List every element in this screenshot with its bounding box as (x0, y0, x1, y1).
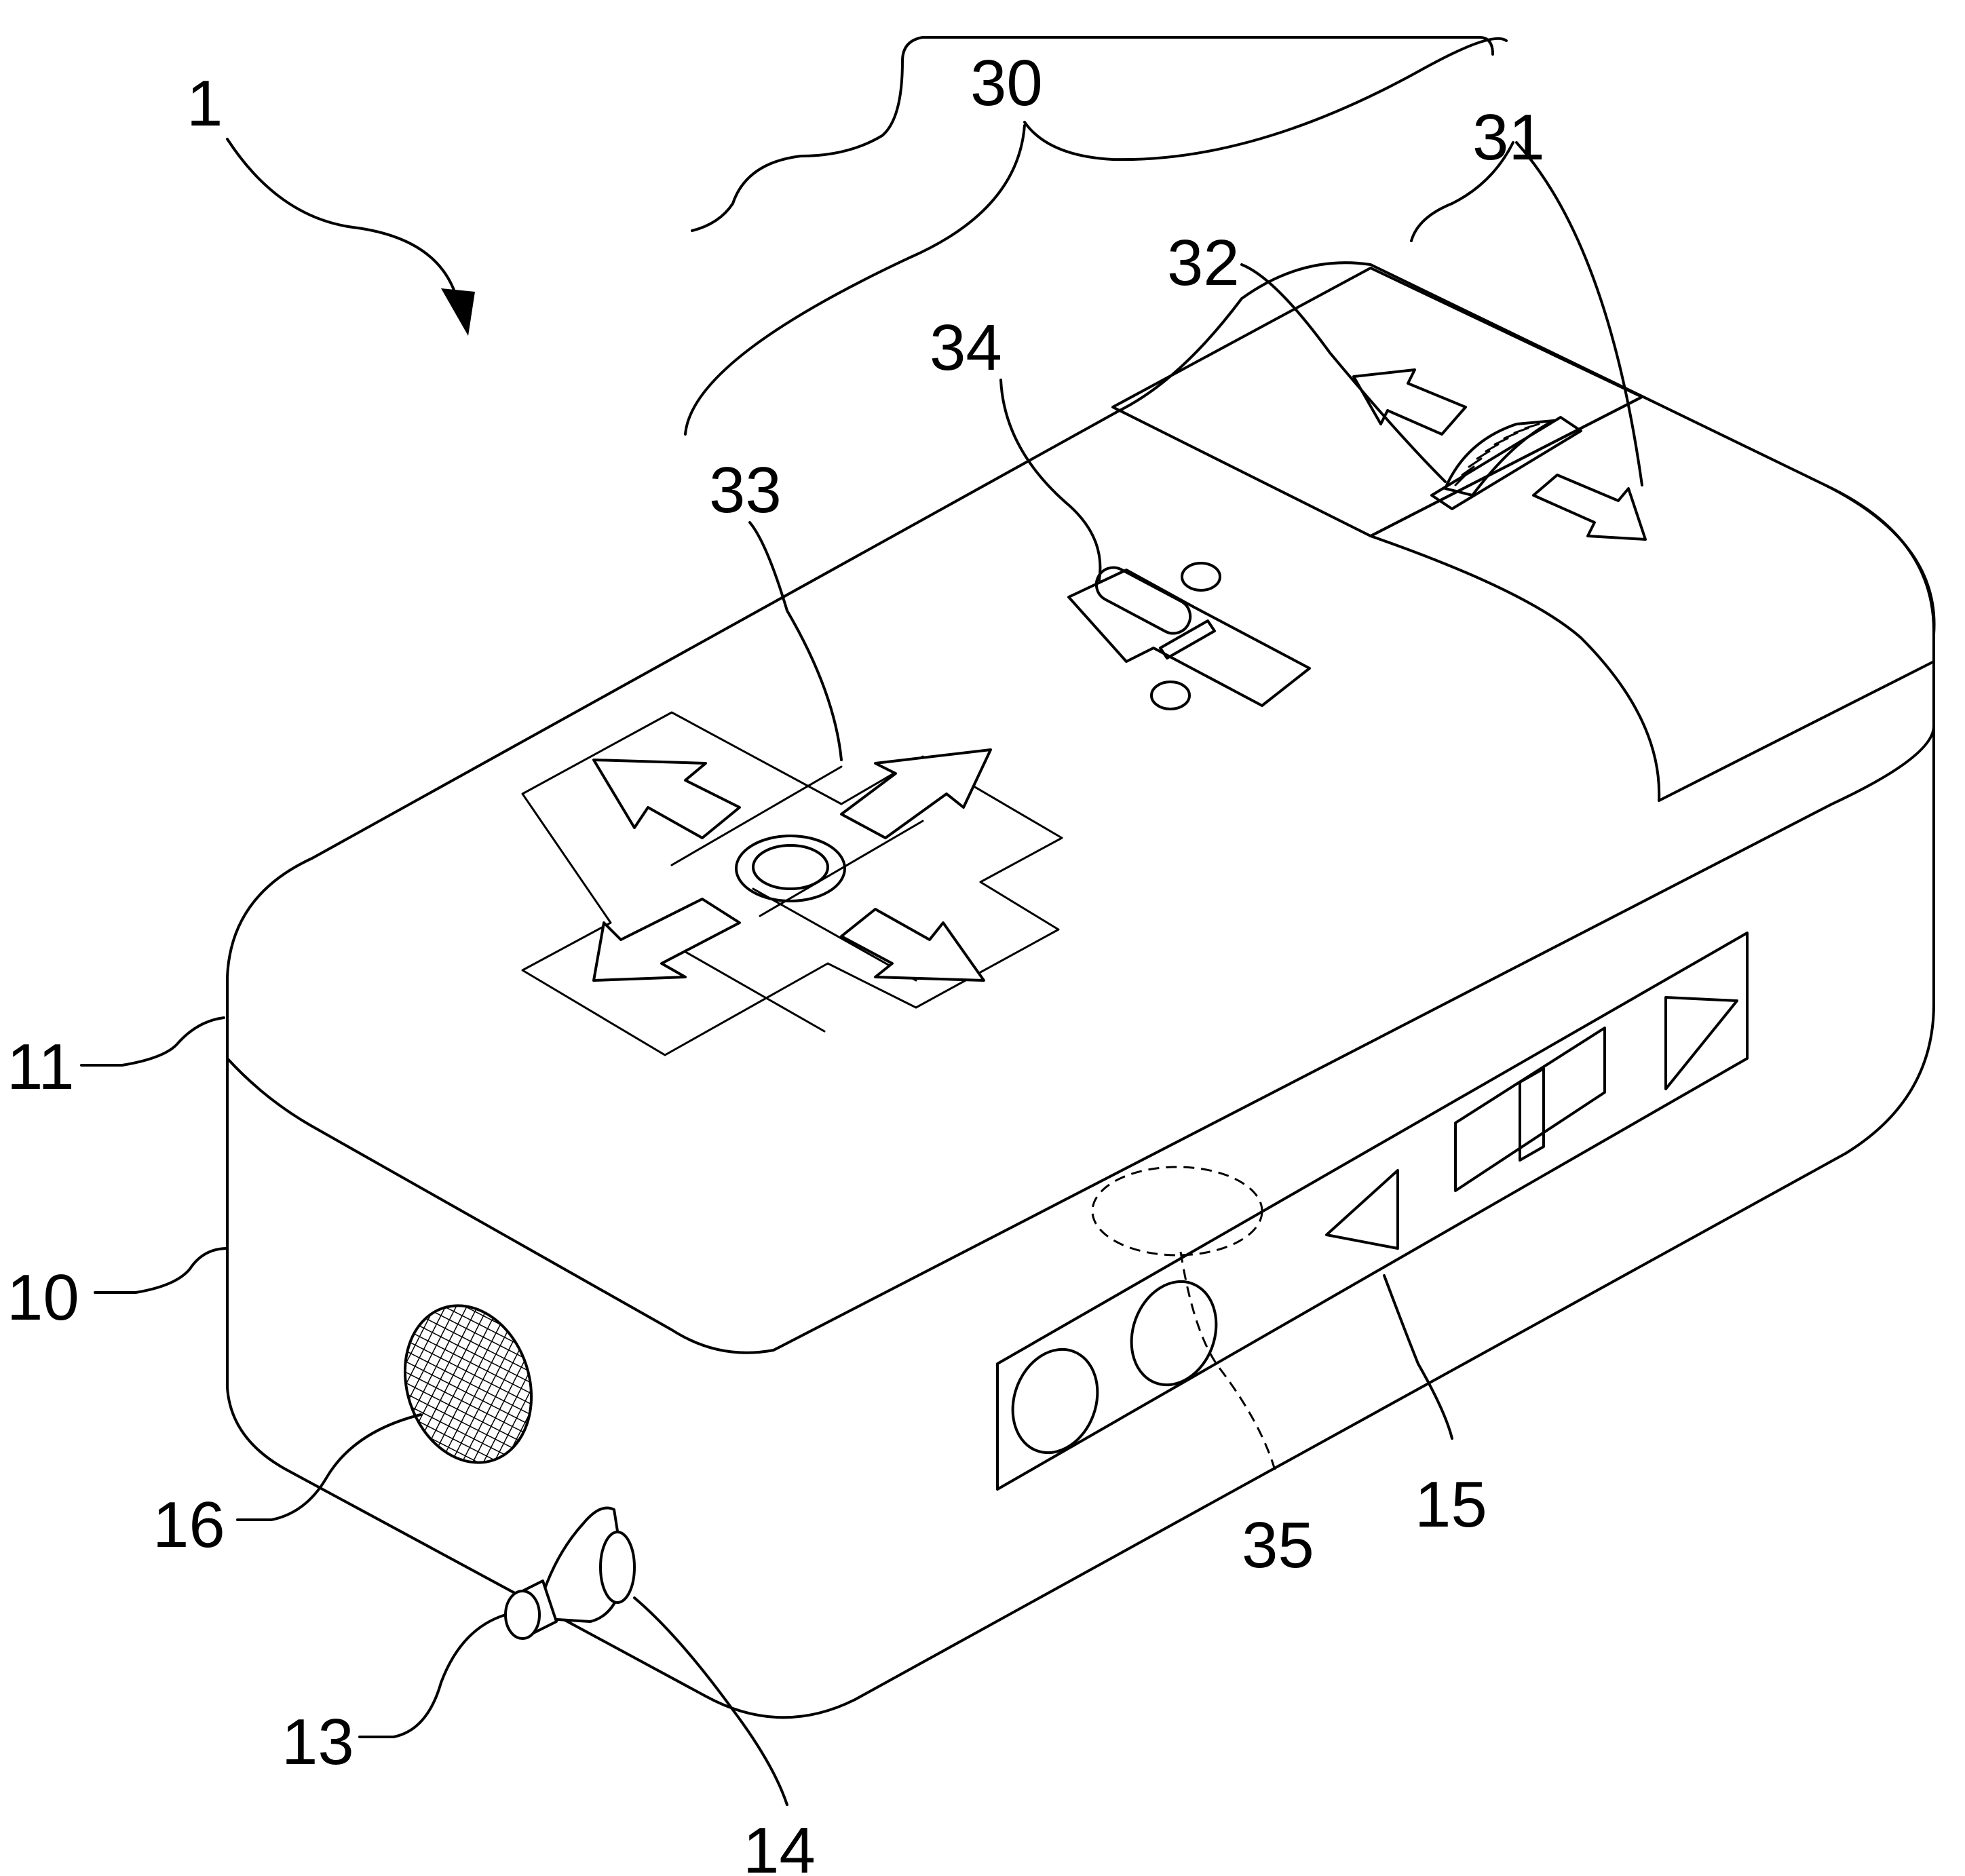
label-13: 13 (282, 1706, 354, 1778)
label-1: 1 (187, 67, 223, 140)
leader-11 (80, 1016, 225, 1067)
label-16: 16 (153, 1489, 225, 1561)
leader-16 (236, 1413, 422, 1521)
leader-lines (80, 36, 1643, 1806)
leader-10 (94, 1247, 229, 1294)
pause-button-outline (1454, 1027, 1606, 1192)
dial-teeth (1454, 423, 1540, 486)
sliding-cover-slot-line (1369, 396, 1643, 537)
play-triangle-icon (1664, 996, 1738, 1090)
label-14: 14 (743, 1814, 816, 1876)
arrow-down-right-icon (840, 908, 985, 982)
label-30: 30 (970, 47, 1043, 119)
device-body (226, 261, 1936, 1719)
arrow-right-down-icon (1532, 474, 1647, 541)
lower-body-outline (226, 725, 1935, 1719)
side-control-panel (996, 932, 1749, 1491)
center-button-inner (752, 844, 829, 890)
dial-wheel (1444, 419, 1555, 497)
label-33: 33 (709, 454, 782, 527)
switch-slot (1067, 569, 1311, 707)
leader-31-right (1515, 141, 1643, 486)
arrow-down-left-icon (592, 898, 741, 982)
leader-1 (226, 138, 456, 293)
leader-30-left (684, 124, 1026, 436)
jack-plug-tip (504, 1590, 541, 1640)
leader-35 (1179, 1251, 1277, 1473)
leader-31-left (1410, 141, 1514, 242)
jack-socket (599, 1531, 636, 1604)
arrow-up-right-icon (840, 748, 992, 839)
side-button-1 (1011, 1347, 1099, 1455)
indicator-dot-bottom (1150, 681, 1191, 710)
speaker-grille (403, 1304, 533, 1464)
arrowhead-1 (441, 288, 475, 336)
top-cover-outline (226, 261, 1935, 1060)
leader-15 (1383, 1274, 1453, 1440)
label-10: 10 (7, 1261, 79, 1334)
dpad-cross-inner (657, 765, 924, 1033)
direction-pad (521, 711, 1063, 1056)
slide-switch (1067, 562, 1311, 710)
dpad-cross (521, 711, 1063, 1056)
reference-labels: 1 30 31 32 34 33 11 10 16 15 35 13 14 (7, 47, 1545, 1876)
label-34: 34 (930, 311, 1002, 384)
label-31: 31 (1472, 101, 1545, 174)
switch-knob (1094, 566, 1192, 635)
leader-33 (748, 521, 843, 761)
side-button-2 (1130, 1280, 1218, 1387)
side-panel-outline (996, 932, 1749, 1491)
earphone-jack (504, 1506, 636, 1640)
pause-bar (1519, 1067, 1545, 1162)
switch-bar (1159, 619, 1216, 659)
leader-30-right (1023, 37, 1508, 161)
jack-base (535, 1506, 626, 1623)
leader-14 (633, 1596, 788, 1806)
leader-13 (358, 1613, 507, 1738)
label-15: 15 (1415, 1468, 1487, 1541)
right-flap (1369, 535, 1935, 802)
leader-34 (999, 379, 1102, 581)
center-button-outer (735, 835, 846, 902)
label-32: 32 (1167, 227, 1240, 299)
dial-slot (1430, 416, 1582, 510)
leader-32 (1240, 263, 1447, 483)
indicator-dot-top (1181, 562, 1221, 592)
label-11: 11 (7, 1031, 75, 1103)
arrow-up-left-icon (592, 759, 741, 839)
leader-30-brace (691, 36, 1494, 232)
volume-dial (1352, 368, 1647, 541)
top-face-right-corner (1824, 484, 1936, 636)
arrow-left-up-icon (1352, 368, 1467, 436)
label-35: 35 (1242, 1509, 1314, 1582)
rewind-triangle-icon (1325, 1169, 1399, 1250)
top-face-front-edge (226, 725, 1935, 1354)
hidden-component-dashed (1091, 1166, 1263, 1257)
